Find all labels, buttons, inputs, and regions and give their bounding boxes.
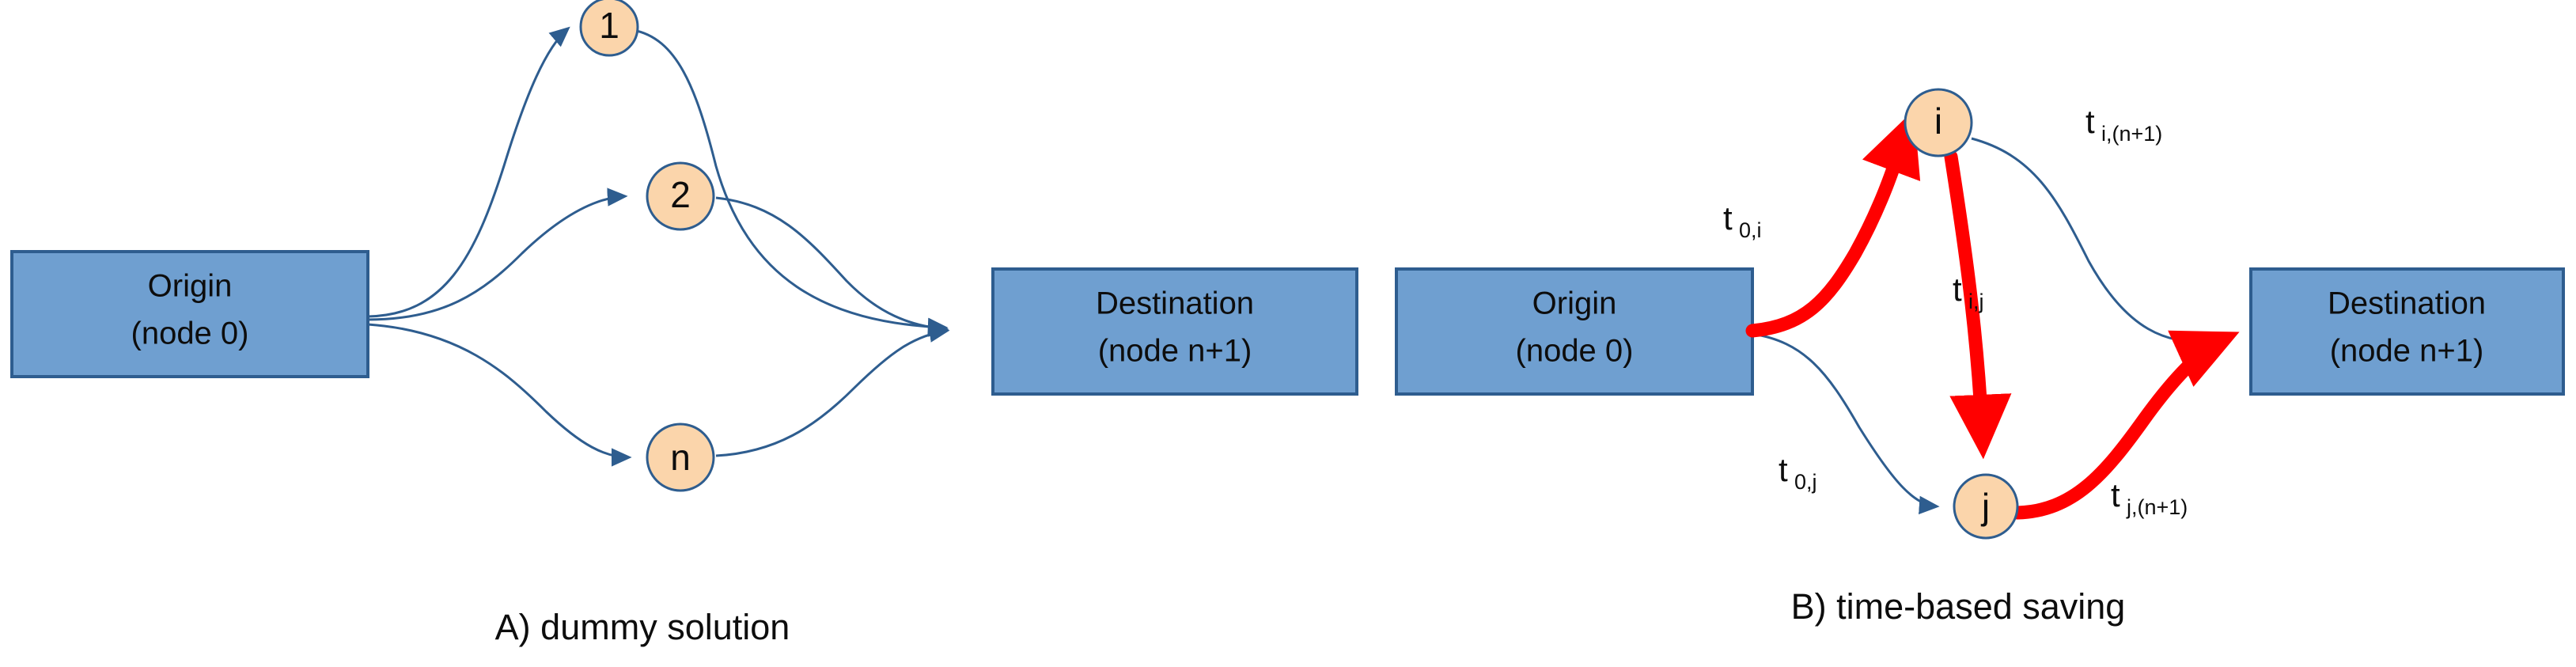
- panel-a-node-2[interactable]: 2: [646, 161, 715, 231]
- destination-box-b-line2: (node n+1): [2330, 334, 2484, 369]
- origin-box-b-line1: Origin: [1532, 286, 1617, 321]
- origin-box-b-line2: (node 0): [1516, 334, 1634, 369]
- node-n-label: n: [670, 437, 691, 478]
- edge-label-t0i-sub: 0,i: [1739, 218, 1762, 242]
- node-1-label: 1: [599, 5, 619, 46]
- edge-label-t0j-sub: 0,j: [1794, 470, 1817, 494]
- panel-b-destination-box[interactable]: Destination (node n+1): [2249, 267, 2565, 396]
- panel-b-node-j[interactable]: j: [1953, 473, 2019, 540]
- edge-origin-to-j-thin: [1752, 332, 1940, 515]
- caption-panel-a: A) dummy solution: [495, 607, 790, 647]
- edge-node2-to-destination: [715, 196, 949, 337]
- origin-box-a-line1: Origin: [148, 269, 233, 304]
- edge-label-tij-sub: i,j: [1968, 290, 1984, 313]
- edge-label-t0j-base: t: [1779, 451, 1788, 488]
- caption-panel-b: B) time-based saving: [1791, 586, 2126, 627]
- edge-label-t0i: t 0,i: [1723, 199, 1762, 242]
- edge-label-t0i-base: t: [1723, 199, 1733, 237]
- origin-box-a-shape: [10, 250, 369, 378]
- node-j-label: j: [1980, 486, 1990, 527]
- panel-a-origin-box[interactable]: Origin (node 0): [10, 250, 369, 378]
- edge-origin-to-noden: [367, 323, 632, 467]
- edge-origin-to-node1: [367, 26, 570, 318]
- node-i-circle: [1904, 88, 1973, 157]
- destination-box-b-line1: Destination: [2328, 286, 2486, 321]
- edge-label-tin1-sub: i,(n+1): [2101, 122, 2162, 146]
- edge-origin-to-node2: [367, 188, 628, 321]
- edge-label-tij: t i,j: [1953, 271, 1984, 313]
- node-2-label: 2: [670, 174, 691, 215]
- edge-label-tjn1-base: t: [2111, 476, 2120, 514]
- panel-a-destination-box[interactable]: Destination (node n+1): [991, 267, 1358, 396]
- origin-box-b-shape: [1395, 267, 1754, 396]
- destination-box-b-shape: [2249, 267, 2565, 396]
- panel-a-edges: [367, 26, 950, 467]
- panel-b-node-i[interactable]: i: [1904, 88, 1973, 157]
- edge-label-tjn1-sub: j,(n+1): [2126, 495, 2188, 519]
- panel-a-node-n[interactable]: n: [646, 423, 715, 492]
- edge-label-tjn1: t j,(n+1): [2111, 476, 2188, 519]
- panel-b-origin-box[interactable]: Origin (node 0): [1395, 267, 1754, 396]
- edge-label-tij-base: t: [1953, 271, 1962, 308]
- panel-a-node-1[interactable]: 1: [579, 0, 639, 57]
- node-2-circle: [646, 161, 715, 231]
- edge-node1-to-destination: [632, 28, 949, 336]
- edge-label-tin1-base: t: [2085, 103, 2095, 140]
- edge-i-to-destination-thin: [1971, 137, 2210, 352]
- node-i-label: i: [1934, 100, 1942, 142]
- edge-label-t0j: t 0,j: [1779, 451, 1817, 494]
- destination-box-a-line1: Destination: [1096, 286, 1254, 321]
- edge-label-tin1: t i,(n+1): [2085, 103, 2162, 146]
- edge-j-to-destination-thick: [2010, 330, 2240, 520]
- destination-box-a-line2: (node n+1): [1098, 334, 1252, 369]
- panel-b-thick-edges: [1745, 109, 2240, 520]
- edge-i-to-j-thick: [1944, 150, 2012, 460]
- destination-box-a-shape: [991, 267, 1358, 396]
- origin-box-a-line2: (node 0): [131, 316, 249, 351]
- node-n-circle: [646, 423, 715, 492]
- edge-noden-to-destination: [715, 324, 950, 457]
- edge-origin-to-i-thick: [1745, 109, 1921, 338]
- node-1-circle: [579, 0, 639, 57]
- node-j-circle: [1953, 473, 2019, 540]
